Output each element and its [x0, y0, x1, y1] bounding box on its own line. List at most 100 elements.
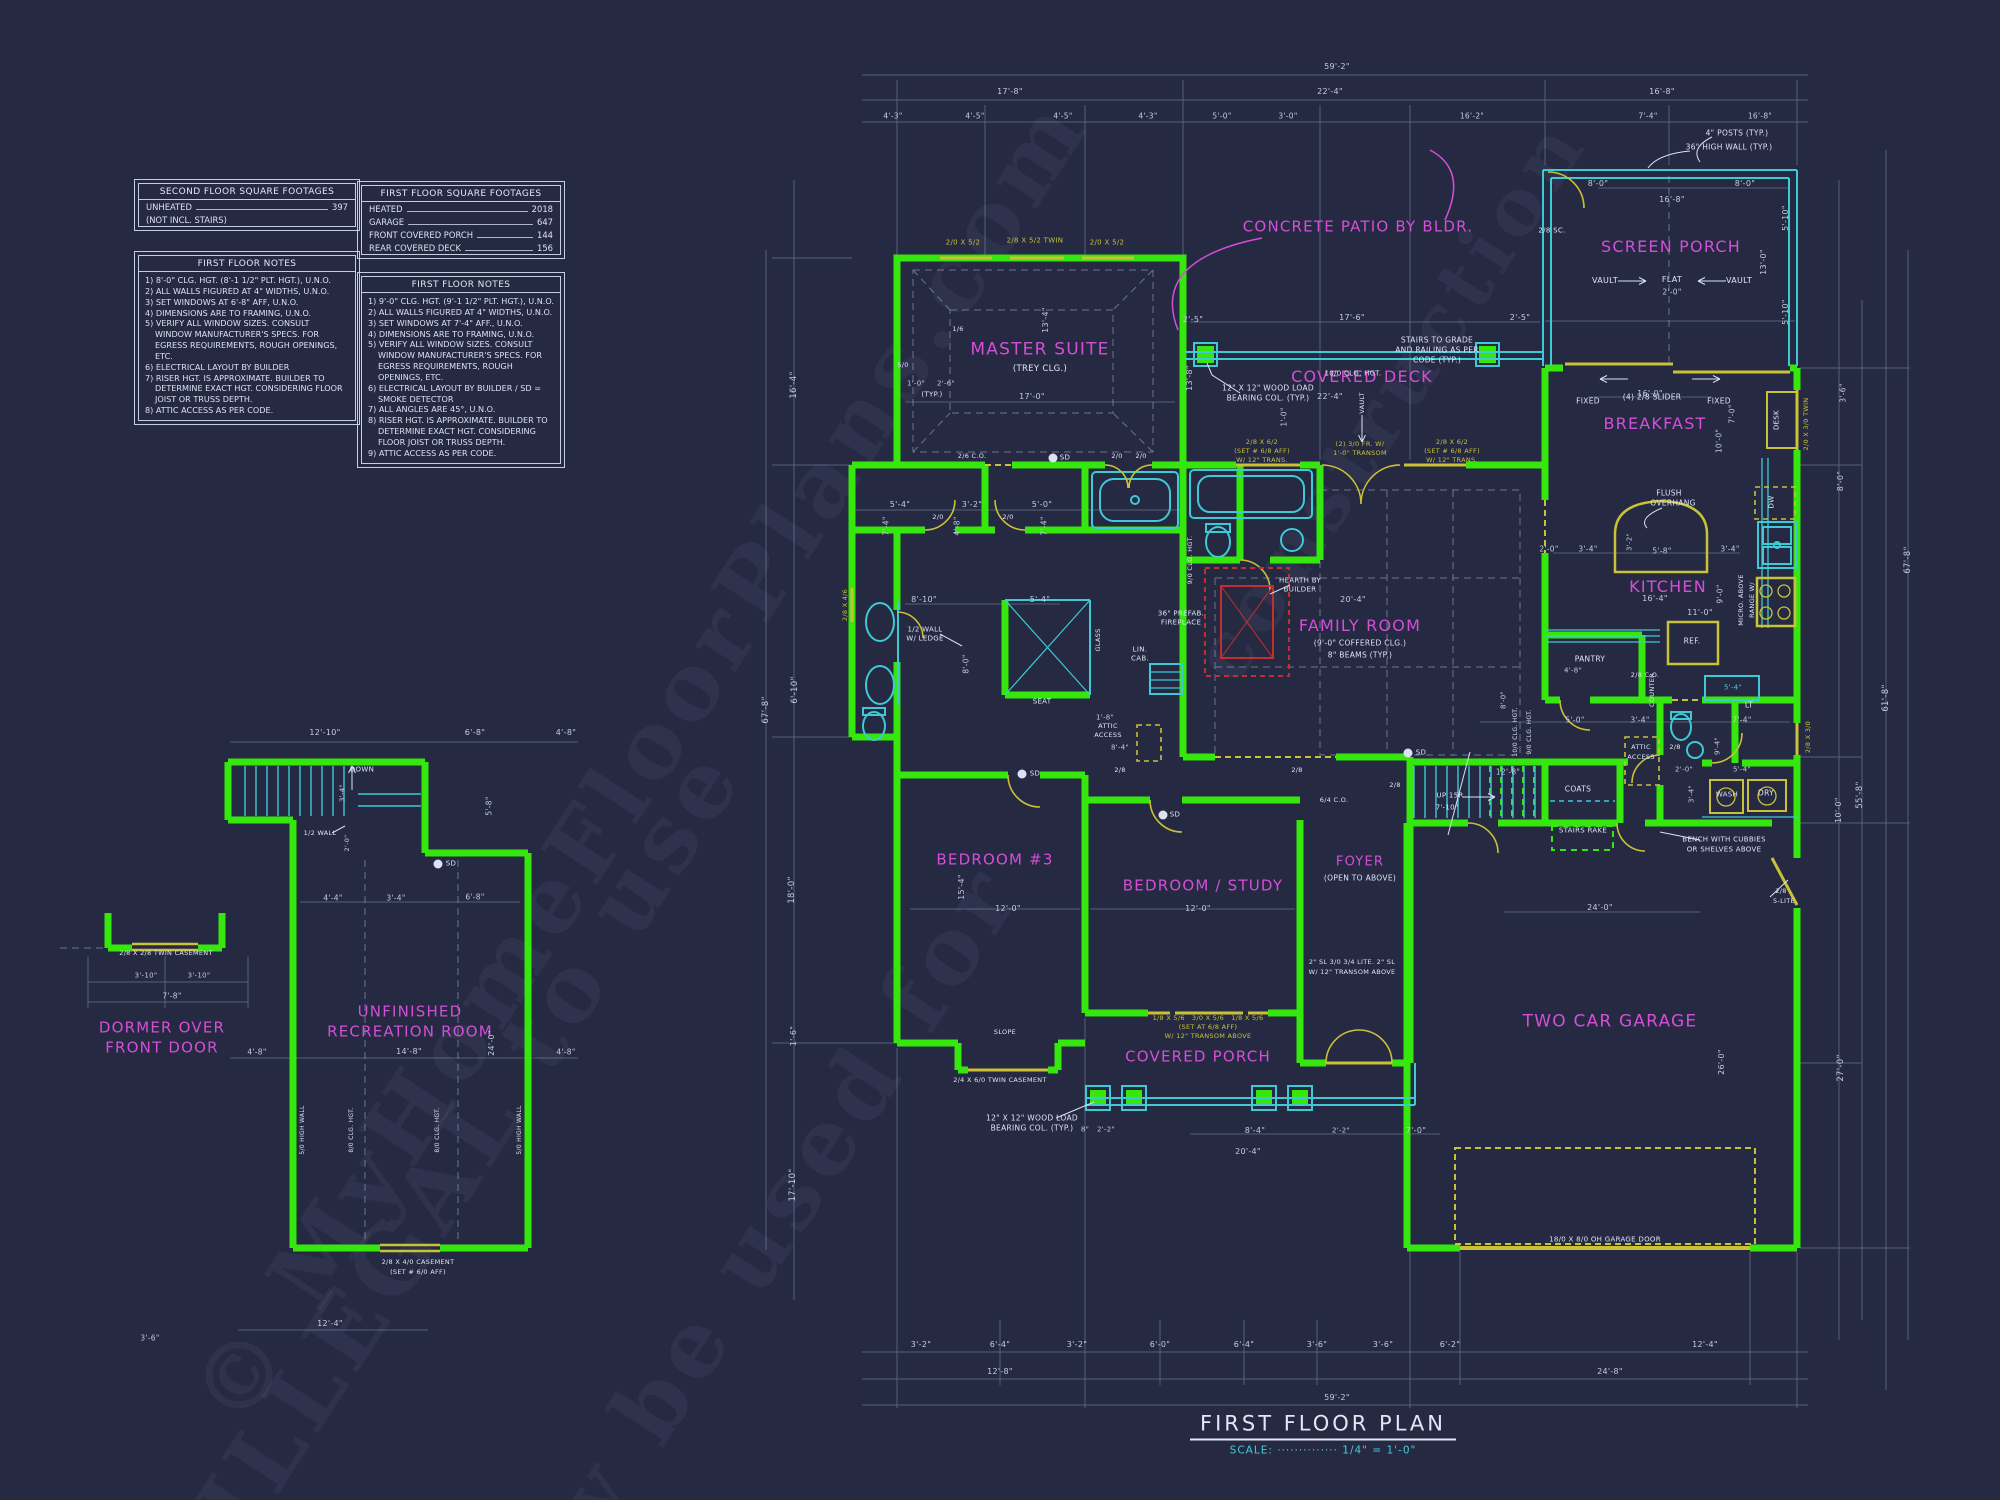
annotation-label: ACCESS — [1627, 752, 1655, 761]
note-item: 7) ALL ANGLES ARE 45°, U.N.O. — [368, 404, 496, 415]
leaders-arrows — [331, 136, 1789, 1119]
annotation-label: 9/0 CLG. HGT. — [1185, 535, 1194, 585]
dim-label: 3'-6" — [140, 1333, 160, 1343]
dim-label: 67'-8" — [760, 696, 771, 724]
dim-label: 3'-4" — [338, 783, 347, 803]
room-label-kitchen: KITCHEN — [1629, 577, 1707, 596]
annotation-label: BENCH WITH CUBBIES — [1682, 835, 1766, 844]
dim-label: 12'-4" — [317, 1319, 343, 1328]
first-floor-notes-right: FIRST FLOOR NOTES 1) 9'-0" CLG. HGT. (9'… — [357, 272, 565, 468]
annotation-label: 2/6 C.O. — [957, 451, 987, 460]
dim-label: 3'-0" — [1278, 111, 1298, 121]
dim-label: 3'-4" — [1630, 715, 1650, 725]
annotation-label: 2/8 X 2/8 TWIN CASEMENT — [119, 948, 213, 957]
dim-label: 2'-0" — [1662, 287, 1682, 297]
dim-label: 7'-0" — [1727, 404, 1737, 424]
dim-label: 3'-4" — [1578, 544, 1598, 554]
annotation-label: 9/0 CLG. HGT. — [1526, 709, 1533, 755]
smoke-detectors — [433, 453, 1413, 869]
window-label: 2/0 X 5/2 — [945, 238, 981, 247]
dim-label: 3'-4" — [386, 893, 406, 903]
note-item: 3) SET WINDOWS AT 7'-4" AFF., U.N.O. — [368, 317, 523, 328]
annotation-label: UP 15R — [1436, 791, 1464, 800]
dim-label: 8'-0" — [1499, 690, 1508, 710]
dim-label: 12'-8" — [987, 1367, 1013, 1376]
dim-label: 59'-2" — [1324, 62, 1350, 71]
annotation-label: 8/0 CLG. HGT. — [434, 1107, 441, 1153]
dim-label: 3'-2" — [961, 500, 983, 509]
dim-label: 6'-10" — [789, 676, 800, 704]
dim-label: 16'-8" — [1747, 111, 1773, 121]
room-label-bedroom-study: BEDROOM / STUDY — [1122, 876, 1284, 895]
annotation-label: WASH — [1715, 790, 1739, 799]
windows-layer — [132, 256, 1799, 1253]
annotation-label: 5/0 HIGH WALL — [299, 1105, 306, 1155]
annotation-label: (TYP.) — [921, 390, 943, 399]
annotation-label: VAULT — [1725, 276, 1753, 285]
annotation-label: 7'-10" — [1435, 803, 1459, 812]
annotation-label: DW — [1767, 495, 1776, 509]
dim-label: 3'-2" — [1625, 532, 1634, 552]
dim-label: 5'-4" — [889, 500, 911, 509]
dim-label: 8'-4" — [1244, 1126, 1266, 1135]
window-label: W/ 12" TRANS. — [1426, 455, 1478, 464]
room-label-screen-porch: SCREEN PORCH — [1601, 237, 1741, 256]
window-label: 1/8 X 5/6 3/0 X 5/6 1/8 X 5/6 — [1152, 1013, 1264, 1022]
dim-label: 12'-4" — [1692, 1340, 1718, 1349]
dim-label: 1'-0" — [1279, 407, 1289, 427]
annotation-label: BEARING COL. (TYP.) — [1226, 393, 1310, 403]
annotation-label: 18/0 X 8/0 OH GARAGE DOOR — [1549, 1235, 1661, 1244]
annotation-label: SD — [1415, 748, 1427, 757]
annotation-label: 5/0 — [897, 360, 909, 369]
annotation-label: 2/0 — [1111, 451, 1123, 460]
dim-label: 27'-0" — [1835, 1054, 1846, 1082]
annotation-label: MICRO. ABOVE — [1736, 574, 1745, 626]
window-label: (2) 3/0 FR. W/ — [1335, 439, 1385, 448]
annotation-label: PANTRY — [1574, 654, 1606, 664]
annotation-label: W/ 12" TRANSOM ABOVE — [1308, 967, 1396, 976]
dim-label: 5'-10" — [1781, 299, 1790, 325]
annotation-label: 12" X 12" WOOD LOAD — [1222, 383, 1314, 393]
annotation-label: 1/2 WALL — [907, 625, 943, 634]
annotation-label: BEARING COL. (TYP.) — [990, 1123, 1074, 1133]
room-label-dormer: DORMER OVER — [98, 1018, 226, 1037]
dim-label: 5'-8" — [484, 796, 494, 816]
note-item: 5) VERIFY ALL WINDOW SIZES. CONSULT WIND… — [145, 318, 338, 361]
dim-label: 16'-2" — [1459, 111, 1485, 121]
note-item: 2) ALL WALLS FIGURED AT 4" WIDTHS, U.N.O… — [145, 285, 330, 296]
annotation-label: COATS — [1564, 784, 1592, 794]
dim-label: 1'-0" — [906, 379, 926, 388]
annotation-label: 2/0 — [932, 512, 944, 521]
annotation-label: DRY — [1758, 788, 1774, 798]
dim-label: 13'-4" — [1041, 307, 1050, 333]
annotation-label: LT — [1744, 700, 1754, 710]
note-item: 9) ATTIC ACCESS AS PER CODE. — [368, 447, 497, 458]
dim-label: 22'-4" — [1317, 392, 1343, 401]
dim-label: 24'-0" — [487, 1030, 496, 1056]
room-label-garage: TWO CAR GARAGE — [1522, 1011, 1698, 1032]
table-title: SECOND FLOOR SQUARE FOOTAGES — [139, 184, 355, 200]
dim-label: 4'-8" — [952, 516, 962, 536]
annotation-label: (TREY CLG.) — [1012, 363, 1068, 374]
room-label-bedroom-3: BEDROOM #3 — [936, 850, 1054, 869]
window-label: 1'-0" TRANSOM — [1333, 448, 1387, 457]
room-label-covered-deck: COVERED DECK — [1291, 367, 1433, 386]
dim-label: 3'-2" — [910, 1340, 932, 1349]
dim-label: 4'-4" — [323, 893, 343, 903]
dim-label: 24'-8" — [1597, 1367, 1623, 1376]
dim-label: 4'-3" — [883, 111, 903, 121]
dim-label: 2'-2" — [1331, 1126, 1351, 1135]
dim-label: 8'-4" — [1110, 743, 1130, 752]
dim-label: 8'-0" — [1734, 179, 1756, 188]
notes-items: 1) 9'-0" CLG. HGT. (9'-1 1/2" PLT. HGT.)… — [362, 293, 560, 463]
note-item: 1) 9'-0" CLG. HGT. (9'-1 1/2" PLT. HGT.)… — [368, 296, 554, 306]
dim-label: 4'-8" — [555, 728, 577, 737]
annotation-label: 2/8 — [1291, 765, 1303, 774]
annotation-label: FIXED — [1576, 396, 1600, 406]
annotation-label: LIN. — [1132, 645, 1148, 654]
